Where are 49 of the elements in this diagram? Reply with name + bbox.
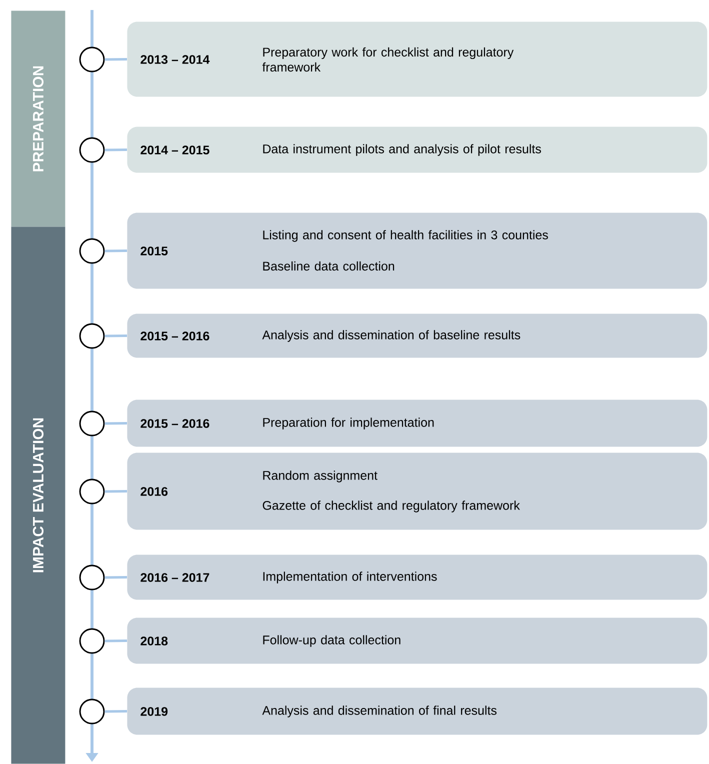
event-description: Preparation for implementation xyxy=(263,418,434,430)
event-description: Analysis and dissemination of baseline results xyxy=(262,330,520,342)
timeline-circle xyxy=(79,478,105,504)
connector-line xyxy=(104,576,128,579)
event-box xyxy=(127,126,708,173)
event-box xyxy=(127,618,708,664)
event-description: Gazette of checklist and regulatory framework xyxy=(262,500,520,512)
event-box xyxy=(127,554,708,600)
event-box xyxy=(127,452,708,530)
connector-line xyxy=(104,58,128,61)
connector-line xyxy=(104,490,128,493)
timeline-circle xyxy=(79,137,105,163)
timeline-circle xyxy=(79,564,105,590)
year-label: 2016 xyxy=(140,487,168,496)
year-label: 2014 – 2015 xyxy=(140,146,210,154)
timeline-circle xyxy=(79,323,105,349)
event-description: Follow-up data collection xyxy=(263,635,400,647)
timeline-circle xyxy=(79,628,105,654)
year-label: 2019 xyxy=(140,707,168,716)
event-description: Listing and consent of health facilities in 3 counties xyxy=(263,230,548,242)
year-label: 2015 – 2016 xyxy=(140,419,210,428)
timeline-circle xyxy=(79,410,105,436)
year-label: 2013 – 2014 xyxy=(140,55,210,64)
year-label: 2015 xyxy=(140,246,168,256)
connector-line xyxy=(104,422,128,425)
event-box xyxy=(127,212,708,289)
phase-band: IMPACT EVALUATION xyxy=(11,226,66,764)
connector-line xyxy=(104,334,128,338)
year-label: 2018 xyxy=(140,636,168,646)
phase-band: PREPARATION xyxy=(11,10,66,227)
event-box xyxy=(127,688,708,735)
year-label: 2016 – 2017 xyxy=(140,573,210,582)
event-box xyxy=(127,22,708,97)
year-label: 2015 – 2016 xyxy=(140,332,210,340)
event-description: Random assignment xyxy=(263,470,378,482)
connector-line xyxy=(104,640,128,642)
event-box xyxy=(127,314,708,358)
event-description: Baseline data collection xyxy=(263,261,394,271)
event-description: Implementation of interventions xyxy=(263,572,437,584)
connector-line xyxy=(104,250,128,252)
timeline-circle xyxy=(79,698,105,724)
connector-line xyxy=(104,148,128,152)
connector-line xyxy=(104,710,127,713)
event-box xyxy=(127,400,708,447)
event-description: Data instrument pilots and analysis of pilot results xyxy=(263,144,541,156)
event-description: Preparatory work for checklist and regulatory framework xyxy=(262,47,514,72)
timeline-circle xyxy=(79,238,105,264)
timeline-circle xyxy=(79,46,105,72)
event-description: Analysis and dissemination of final results xyxy=(262,706,497,718)
